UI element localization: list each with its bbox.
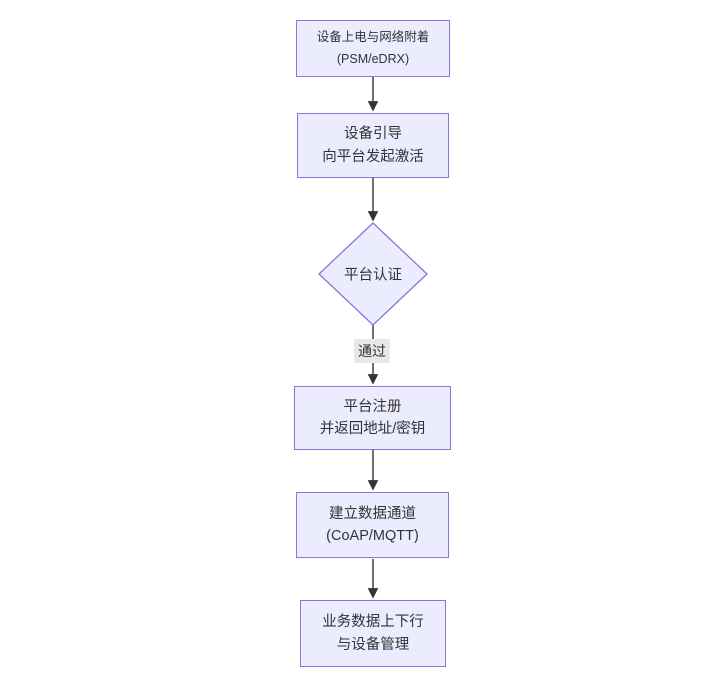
node-power-attach-line1: 设备上电与网络附着 bbox=[316, 30, 430, 45]
node-business-data: 业务数据上下行 与设备管理 bbox=[300, 600, 446, 667]
node-bootstrap-line2: 向平台发起激活 bbox=[322, 148, 424, 165]
node-platform-register-line1: 平台注册 bbox=[343, 398, 402, 415]
node-power-attach-line2: (PSM/eDRX) bbox=[336, 51, 410, 66]
node-data-channel: 建立数据通道 (CoAP/MQTT) bbox=[296, 492, 449, 558]
node-business-data-line2: 与设备管理 bbox=[336, 636, 410, 653]
node-data-channel-line2: (CoAP/MQTT) bbox=[326, 528, 419, 544]
node-bootstrap-line1: 设备引导 bbox=[344, 126, 402, 143]
node-platform-auth-label: 平台认证 bbox=[344, 267, 402, 284]
node-bootstrap: 设备引导 向平台发起激活 bbox=[297, 113, 449, 178]
node-business-data-line1: 业务数据上下行 bbox=[322, 614, 424, 631]
decision-diamond-shape bbox=[318, 222, 428, 326]
node-platform-register-line2: 并返回地址/密钥 bbox=[319, 421, 426, 437]
edge-label-pass: 通过 bbox=[354, 339, 390, 363]
node-platform-register: 平台注册 并返回地址/密钥 bbox=[294, 386, 451, 450]
node-power-attach: 设备上电与网络附着 (PSM/eDRX) bbox=[296, 20, 450, 77]
node-data-channel-line1: 建立数据通道 bbox=[329, 505, 416, 522]
